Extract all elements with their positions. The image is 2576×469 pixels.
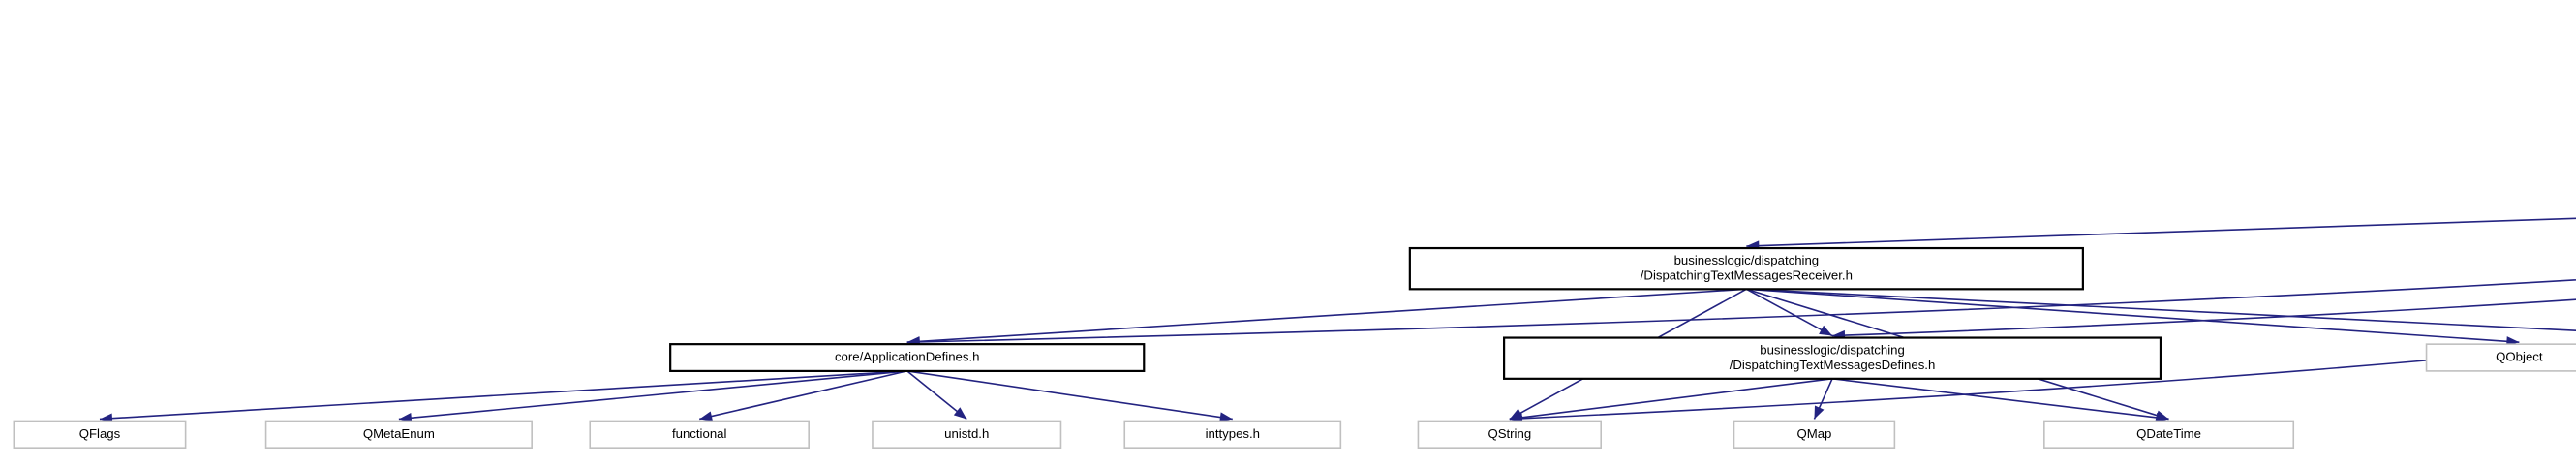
node-label: inttypes.h: [1206, 426, 1260, 441]
node-layer: src/states/StateTripVisualisationIssue.h…: [13, 246, 2576, 449]
node-box[interactable]: [1502, 336, 2162, 380]
node-label: QMap: [1796, 426, 1831, 441]
graph-edge: [1813, 378, 1833, 420]
edge-arrowhead: [1819, 325, 1833, 336]
graph-node-n16[interactable]: QObject: [2425, 343, 2576, 372]
graph-node-n25[interactable]: QMap: [1733, 420, 1896, 449]
edge-line: [1509, 378, 1833, 421]
node-label: /DispatchingTextMessagesReceiver.h: [1641, 267, 1853, 282]
edge-line: [906, 370, 1233, 421]
graph-node-n15[interactable]: businesslogic/dispatching/DispatchingTex…: [1502, 336, 2162, 380]
graph-node-n21[interactable]: functional: [589, 420, 810, 449]
edge-line: [906, 288, 1747, 343]
edge-line: [1832, 298, 2576, 337]
node-label: businesslogic/dispatching: [1674, 253, 1820, 267]
edge-arrowhead: [2156, 412, 2169, 423]
node-label: QDateTime: [2136, 426, 2201, 441]
graph-edge: [1831, 378, 2169, 423]
node-box[interactable]: [13, 420, 187, 449]
edge-line: [1509, 345, 2576, 421]
node-box[interactable]: [1733, 420, 1896, 449]
node-label: functional: [672, 426, 727, 441]
edge-line: [398, 370, 907, 421]
graph-edge: [1746, 288, 2576, 332]
node-label: QObject: [2496, 350, 2543, 364]
graph-edge: [1746, 217, 2576, 251]
graph-node-n19[interactable]: QFlags: [13, 420, 187, 449]
node-box[interactable]: [2043, 420, 2295, 449]
graph-node-n23[interactable]: inttypes.h: [1123, 420, 1342, 449]
node-label: QFlags: [79, 426, 121, 441]
node-label: QString: [1487, 426, 1531, 441]
graph-node-n26[interactable]: QDateTime: [2043, 420, 2295, 449]
node-label: core/ApplicationDefines.h: [835, 350, 980, 364]
node-box[interactable]: [264, 420, 533, 449]
edge-line: [906, 279, 2576, 343]
edge-arrowhead: [1814, 405, 1825, 420]
node-label: /DispatchingTextMessagesDefines.h: [1730, 358, 1936, 372]
graph-edge: [699, 370, 907, 422]
graph-edge: [99, 370, 907, 423]
graph-edge: [906, 370, 967, 421]
edge-line: [1746, 217, 2576, 247]
node-box[interactable]: [589, 420, 810, 449]
node-box[interactable]: [669, 343, 1146, 373]
edge-arrowhead: [699, 411, 714, 422]
edge-layer: [99, 217, 2576, 424]
edge-arrowhead: [1509, 412, 1523, 422]
node-label: QMetaEnum: [363, 426, 435, 441]
node-label: businesslogic/dispatching: [1760, 342, 1905, 357]
graph-node-n4[interactable]: businesslogic/dispatching/DispatchingTex…: [1408, 246, 2084, 291]
edge-arrowhead: [953, 407, 967, 420]
graph-edge: [1745, 288, 1833, 337]
graph-edge: [906, 370, 1233, 422]
node-box[interactable]: [1123, 420, 1342, 449]
node-box[interactable]: [872, 420, 1062, 449]
edge-line: [1746, 288, 2520, 343]
edge-line: [99, 370, 907, 421]
graph-node-n24[interactable]: QString: [1417, 420, 1603, 449]
graph-node-n20[interactable]: QMetaEnum: [264, 420, 533, 449]
edge-arrowhead: [1219, 412, 1233, 422]
node-box[interactable]: [1417, 420, 1603, 449]
edge-line: [1745, 288, 1833, 337]
graph-edge: [1509, 378, 1833, 422]
edge-line: [699, 370, 907, 421]
edge-line: [1746, 288, 2576, 332]
node-label: unistd.h: [944, 426, 989, 441]
edge-line: [1831, 378, 2169, 421]
graph-node-n22[interactable]: unistd.h: [872, 420, 1062, 449]
node-box[interactable]: [2425, 343, 2576, 372]
node-box[interactable]: [1408, 246, 2084, 291]
edge-line: [906, 370, 967, 421]
graph-node-n14[interactable]: core/ApplicationDefines.h: [669, 343, 1146, 373]
